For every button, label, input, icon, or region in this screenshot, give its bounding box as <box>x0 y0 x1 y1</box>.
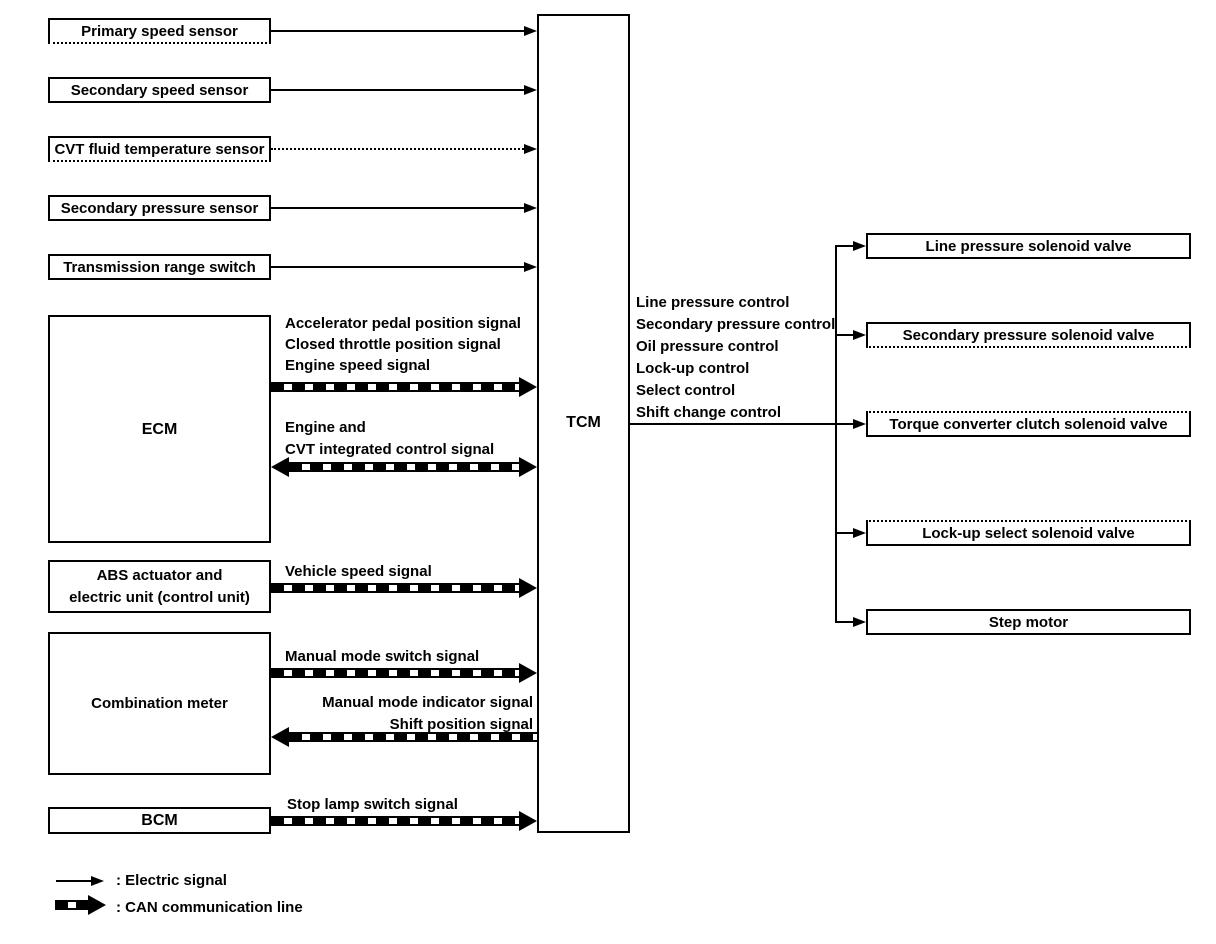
arrowhead-right-icon <box>519 663 537 683</box>
input-box-cvt-fluid-temperature-sensor: CVT fluid temperature sensor <box>48 136 271 162</box>
arrowhead-right-icon <box>519 457 537 477</box>
tcm-control-line: Shift change control <box>636 404 782 421</box>
can-line <box>271 583 520 593</box>
signal-label-ecm-bidir: Engine and CVT integrated control signal <box>285 417 494 461</box>
arrowhead-right-icon <box>524 85 537 95</box>
can-line <box>271 816 520 826</box>
arrowhead-right-icon <box>519 811 537 831</box>
tcm-control-line: Lock-up control <box>636 360 750 377</box>
legend-can-label: : CAN communication line <box>116 899 303 916</box>
signal-label-line: Manual mode indicator signal <box>322 694 533 711</box>
output-branch-line-2 <box>836 334 853 336</box>
arrowhead-right-icon <box>519 578 537 598</box>
output-box-label: Line pressure solenoid valve <box>925 237 1132 255</box>
output-box-label: Secondary pressure solenoid valve <box>902 326 1155 344</box>
arrow-line-dotted <box>271 148 524 150</box>
combination-meter-label: Combination meter <box>91 695 228 712</box>
arrow-line <box>271 207 525 209</box>
output-box-step-motor: Step motor <box>866 609 1191 635</box>
signal-label-line: Closed throttle position signal <box>285 336 501 353</box>
output-branch-line-4 <box>836 532 853 534</box>
abs-label-line1: ABS actuator and <box>96 566 223 584</box>
abs-label-line2: electric unit (control unit) <box>69 588 250 606</box>
signal-label-line: Engine speed signal <box>285 357 431 374</box>
bcm-box: BCM <box>48 807 271 834</box>
arrowhead-left-icon <box>271 457 289 477</box>
arrowhead-right-icon <box>853 528 866 538</box>
signal-label-line: Engine and <box>285 419 366 436</box>
legend-electric-label: : Electric signal <box>116 872 227 889</box>
signal-label-manual-mode-switch: Manual mode switch signal <box>285 648 480 665</box>
output-box-torque-converter-clutch-solenoid-valve: Torque converter clutch solenoid valve <box>866 411 1191 437</box>
arrow-line <box>271 266 525 268</box>
arrowhead-left-icon <box>271 727 289 747</box>
signal-label-stop-lamp: Stop lamp switch signal <box>287 796 458 813</box>
arrow-line <box>56 880 92 882</box>
abs-box: ABS actuator and electric unit (control … <box>48 560 271 613</box>
signal-label-meter-in: Manual mode indicator signal Shift posit… <box>285 692 533 736</box>
input-box-label: Primary speed sensor <box>81 22 238 40</box>
can-line <box>271 382 520 392</box>
combination-meter-box: Combination meter <box>48 632 271 775</box>
tcm-control-line: Select control <box>636 382 736 399</box>
signal-label-vehicle-speed: Vehicle speed signal <box>285 563 432 580</box>
tcm-controls-list: Line pressure control Secondary pressure… <box>636 292 835 424</box>
can-line <box>271 668 520 678</box>
ecm-box: ECM <box>48 315 271 543</box>
input-box-primary-speed-sensor: Primary speed sensor <box>48 18 271 44</box>
arrow-line <box>271 89 525 91</box>
arrowhead-right-icon <box>519 377 537 397</box>
bcm-label: BCM <box>141 812 178 829</box>
arrowhead-right-icon <box>88 895 106 915</box>
input-box-label: Transmission range switch <box>63 258 256 276</box>
input-box-label: Secondary speed sensor <box>70 81 249 99</box>
signal-label-ecm-out: Accelerator pedal position signal Closed… <box>285 313 521 376</box>
arrowhead-right-icon <box>524 262 537 272</box>
tcm-control-line: Secondary pressure control <box>636 316 836 333</box>
signal-label-line: Shift position signal <box>389 716 533 733</box>
input-box-transmission-range-switch: Transmission range switch <box>48 254 271 280</box>
output-branch-vline <box>835 245 837 623</box>
output-branch-line-5 <box>836 621 853 623</box>
input-box-secondary-pressure-sensor: Secondary pressure sensor <box>48 195 271 221</box>
tcm-control-line: Oil pressure control <box>636 338 779 355</box>
input-box-label: Secondary pressure sensor <box>60 199 259 217</box>
ecm-label: ECM <box>141 420 178 438</box>
output-box-label: Lock-up select solenoid valve <box>922 524 1135 542</box>
output-box-line-pressure-solenoid-valve: Line pressure solenoid valve <box>866 233 1191 259</box>
can-line <box>55 900 89 910</box>
arrowhead-right-icon <box>524 26 537 36</box>
output-box-label: Step motor <box>988 613 1069 631</box>
tcm-label: TCM <box>566 414 601 431</box>
can-line <box>289 462 520 472</box>
arrowhead-right-icon <box>853 330 866 340</box>
arrowhead-right-icon <box>853 419 866 429</box>
tcm-output-line <box>628 423 853 425</box>
arrowhead-right-icon <box>524 203 537 213</box>
can-line <box>289 732 537 742</box>
arrowhead-right-icon <box>524 144 537 154</box>
input-box-secondary-speed-sensor: Secondary speed sensor <box>48 77 271 103</box>
arrow-line <box>271 30 525 32</box>
input-box-label: CVT fluid temperature sensor <box>54 140 265 158</box>
arrowhead-right-icon <box>91 876 104 886</box>
output-box-label: Torque converter clutch solenoid valve <box>889 415 1168 433</box>
output-box-secondary-pressure-solenoid-valve: Secondary pressure solenoid valve <box>866 322 1191 348</box>
output-branch-line-1 <box>836 245 853 247</box>
arrowhead-right-icon <box>853 241 866 251</box>
output-box-lock-up-select-solenoid-valve: Lock-up select solenoid valve <box>866 520 1191 546</box>
tcm-control-line: Line pressure control <box>636 294 790 311</box>
signal-label-line: CVT integrated control signal <box>285 441 495 458</box>
arrowhead-right-icon <box>853 617 866 627</box>
signal-label-line: Accelerator pedal position signal <box>285 315 521 332</box>
